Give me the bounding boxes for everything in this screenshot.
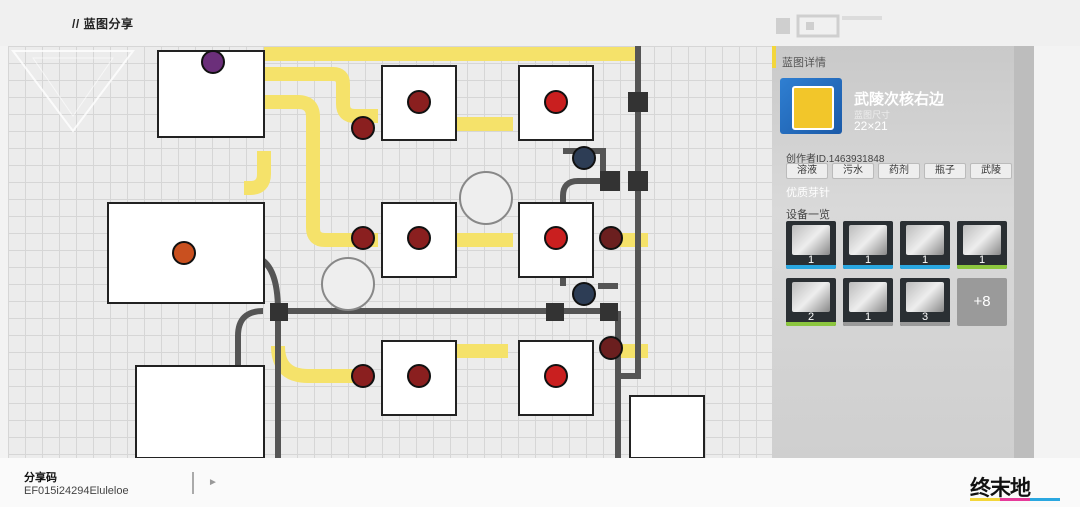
play-arrow-icon[interactable]: ► [208,477,218,488]
device-tile[interactable]: 3 [900,278,950,326]
top-bar: // 蓝图分享 [0,0,1080,46]
more-devices-button[interactable]: +8 [957,278,1007,326]
tag: 溶液 [786,163,828,179]
blueprint-size-label: 蓝图尺寸 [854,110,891,120]
brand-logo-text: 终末地 [970,477,1031,500]
devices-label: 设备一览 [786,209,830,221]
quality-label: 优质芽针 [786,187,830,199]
brand-logo: 终末地 [970,468,1062,502]
share-code-label: 分享码 [24,472,57,484]
share-code-value[interactable]: EF015i24294Eluleloe [24,485,129,497]
blueprint-icon [780,78,842,134]
endfield-watermark-logo [11,50,135,133]
tag-list: 溶液 污水 药剂 瓶子 武陵 [786,163,1012,179]
creator-id: 创作者ID.1463931848 [786,154,885,165]
side-decoration-strip [1014,46,1034,458]
device-tile[interactable]: 1 [957,221,1007,269]
panel-section-title: 蓝图详情 [782,57,826,69]
device-tile[interactable]: 2 [786,278,836,326]
top-decoration-icon [776,14,882,38]
pipe-junctions [270,92,648,321]
blueprint-layout [107,46,705,458]
blueprint-name: 武陵次核右边 [854,91,945,108]
blueprint-size-value: 22×21 [854,119,888,133]
panel-accent-bar [772,46,776,68]
bottom-bar: 分享码 EF015i24294Eluleloe ► 终末地 [0,458,1080,507]
tag: 污水 [832,163,874,179]
blueprint-detail-panel: 蓝图详情 武陵次核右边 蓝图尺寸 22×21 创作者ID.1463931848 … [772,46,1034,458]
blueprint-canvas[interactable] [8,46,772,458]
depots [321,171,513,311]
tag: 武陵 [970,163,1012,179]
machines [107,50,705,458]
tag: 药剂 [878,163,920,179]
device-tile[interactable]: 1 [900,221,950,269]
item-nodes [172,50,623,388]
device-tile[interactable]: 1 [843,278,893,326]
page-title: // 蓝图分享 [72,17,134,31]
divider [192,472,194,494]
device-tile[interactable]: 1 [843,221,893,269]
device-tile[interactable]: 1 [786,221,836,269]
tag: 瓶子 [924,163,966,179]
